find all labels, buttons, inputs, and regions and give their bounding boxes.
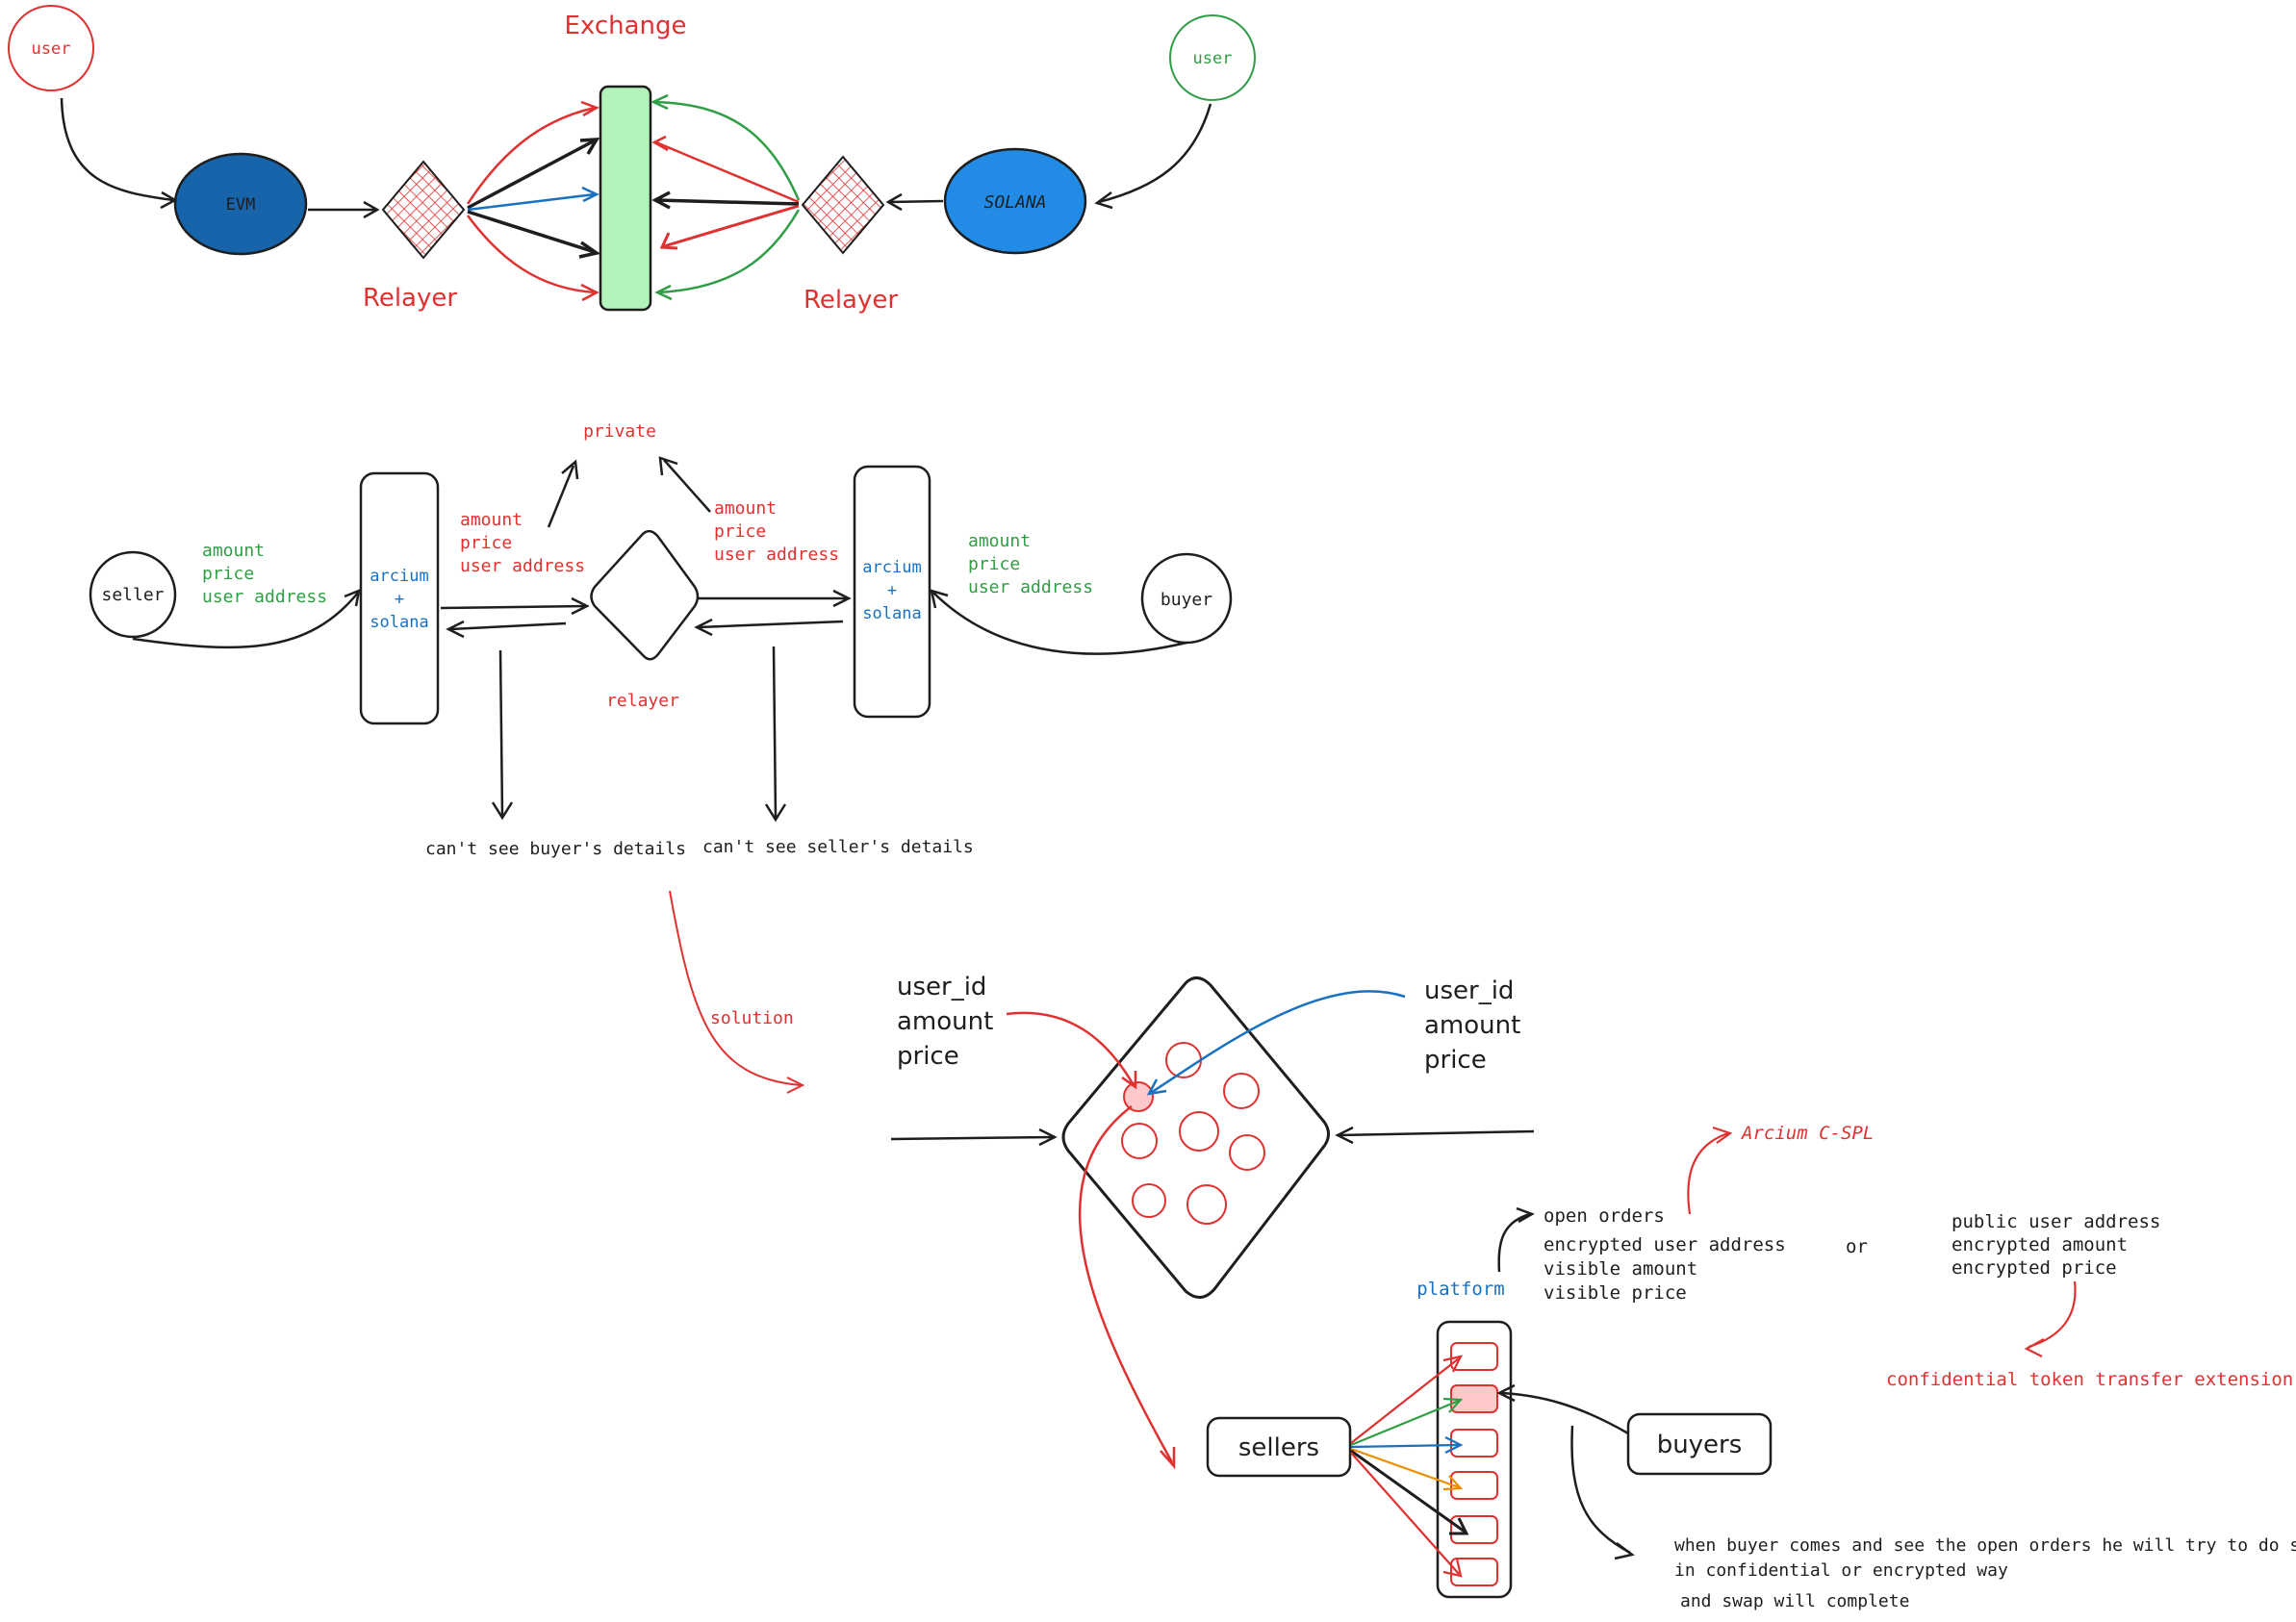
platform-column: [1436, 1320, 1513, 1599]
arrow-buyers-platform: [1500, 1391, 1629, 1435]
matching-diamond: [1061, 976, 1330, 1299]
left-red-field-address: user address: [460, 556, 585, 576]
exchange-label: Exchange: [564, 12, 686, 40]
swap-line-1: when buyer comes and see the open orders…: [1674, 1535, 2296, 1556]
arcium-solana-left-box: [359, 471, 440, 725]
exchange-bar: [599, 85, 652, 312]
public-line-3: encrypted price: [1952, 1257, 2117, 1279]
left-field-user-id: user_id: [897, 973, 986, 1001]
seller-field-address: user address: [202, 587, 327, 607]
right-field-user-id: user_id: [1424, 976, 1514, 1005]
open-orders-line-2: encrypted user address: [1543, 1234, 1786, 1255]
relayer-left-diamond: [381, 160, 466, 260]
arrow-user-solana: [1098, 103, 1212, 204]
right-relayer-fan: [651, 93, 801, 301]
or-label: or: [1846, 1236, 1868, 1257]
matched-order: [1123, 1081, 1154, 1112]
right-field-price: price: [1424, 1046, 1487, 1075]
open-orders-line-3: visible amount: [1543, 1258, 1697, 1280]
sellers-fan: [1350, 1355, 1469, 1578]
confidential-ext-label: confidential token transfer extension: [1886, 1369, 2293, 1390]
left-red-field-amount: amount: [460, 510, 523, 530]
seller-field-amount: amount: [202, 541, 265, 561]
arcium-solana-right-box: [853, 465, 931, 719]
arrow-user-evm: [60, 97, 174, 202]
arrow-solana-relayer: [888, 199, 944, 204]
arrow-confidential-ext: [2028, 1280, 2077, 1349]
swap-line-2: in confidential or encrypted way: [1674, 1560, 2008, 1581]
left-red-field-price: price: [460, 533, 512, 553]
middle-section: seller buyer amount price user address a…: [89, 421, 1233, 1094]
relayer-label: relayer: [606, 691, 679, 711]
cant-see-seller-label: can't see seller's details: [702, 837, 974, 857]
right-box-line-2: +: [887, 581, 897, 600]
right-red-field-amount: amount: [714, 498, 777, 519]
left-field-price: price: [897, 1042, 959, 1071]
left-relayer-fan: [466, 100, 601, 302]
relayer-left-label: Relayer: [363, 284, 457, 313]
right-field-amount: amount: [1424, 1011, 1520, 1040]
evm-label: EVM: [226, 195, 256, 215]
seller-label: seller: [101, 585, 164, 605]
open-orders-line-1: open orders: [1543, 1205, 1665, 1227]
solution-label: solution: [710, 1008, 794, 1028]
platform-slots: [1450, 1342, 1498, 1586]
left-box-line-3: solana: [370, 613, 428, 632]
swap-complete-line: and swap will complete: [1680, 1591, 1909, 1611]
right-box-line-1: arcium: [862, 558, 921, 577]
solana-node: [943, 147, 1087, 255]
buyers-label: buyers: [1657, 1431, 1743, 1459]
user-left-node: [8, 5, 94, 91]
private-label: private: [583, 421, 656, 442]
buyer-field-price: price: [968, 554, 1020, 574]
relayer-right-label: Relayer: [804, 286, 898, 315]
public-line-2: encrypted amount: [1952, 1234, 2128, 1255]
buyer-field-address: user address: [968, 577, 1093, 597]
top-section: user user EVM SOLANA Relayer Relayer Exc…: [8, 5, 1256, 315]
buyers-node: [1626, 1412, 1773, 1476]
open-orders-line-4: visible price: [1543, 1282, 1687, 1304]
evm-node: [173, 152, 308, 256]
user-right-label: user: [1193, 49, 1233, 68]
solution-arrow: [669, 890, 802, 1086]
bottom-section: user_id amount price user_id amount pric…: [890, 973, 2296, 1611]
arcium-cspl-label: Arcium C-SPL: [1741, 1123, 1874, 1144]
order-circles: [1121, 1042, 1265, 1225]
user-left-label: user: [32, 39, 71, 59]
diamond-arrows: [890, 990, 1535, 1470]
solana-label: SOLANA: [983, 192, 1046, 213]
arrow-arcium-cspl: [1687, 1131, 1729, 1215]
sellers-label: sellers: [1238, 1433, 1319, 1462]
buyer-field-amount: amount: [968, 531, 1031, 551]
relayer-diamond: [590, 529, 700, 661]
seller-field-price: price: [202, 564, 254, 584]
left-box-line-2: +: [395, 590, 404, 609]
right-red-field-address: user address: [714, 545, 839, 565]
public-line-1: public user address: [1952, 1211, 2160, 1232]
left-box-line-1: arcium: [370, 567, 428, 586]
cant-see-buyer-label: can't see buyer's details: [425, 839, 686, 859]
platform-label: platform: [1416, 1279, 1505, 1300]
sellers-node: [1206, 1416, 1352, 1478]
left-field-amount: amount: [897, 1007, 993, 1036]
arrow-platform-swap: [1570, 1425, 1631, 1555]
arrow-platform-open-orders: [1497, 1212, 1531, 1273]
right-red-field-price: price: [714, 521, 766, 542]
right-box-line-3: solana: [862, 604, 921, 623]
middle-arrows: [132, 456, 1187, 823]
user-right-node: [1169, 14, 1256, 101]
relayer-right-diamond: [801, 155, 885, 255]
seller-node: [89, 550, 177, 639]
buyer-label: buyer: [1161, 590, 1212, 610]
